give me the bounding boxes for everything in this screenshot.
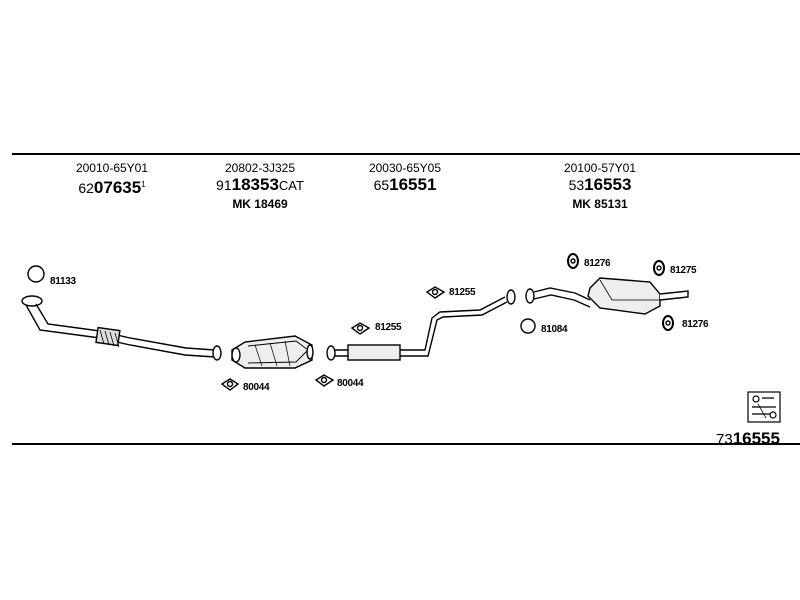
oem-number: 20030-65Y05 — [368, 161, 442, 175]
flange-gasket-icon — [425, 286, 446, 299]
part-number: 62076351 — [78, 178, 146, 197]
oem-number: 20010-65Y01 — [75, 161, 149, 175]
component-label: 81255 — [375, 322, 402, 333]
bottom-rule — [12, 443, 800, 445]
part-number: 9118353CAT — [216, 175, 304, 194]
middle-silencer-drawing — [326, 289, 516, 361]
front-pipe-drawing — [21, 295, 222, 361]
component-label: 81276 — [682, 319, 709, 330]
part-column-rear-silencer: 20100-57Y01 5316553 MK 85131 — [548, 161, 652, 212]
flange-gasket-icon — [220, 378, 240, 391]
part-number: 5316553 — [568, 175, 632, 194]
rubber-hanger-icon — [662, 315, 674, 331]
component-label: 81276 — [584, 258, 611, 269]
rubber-hanger-icon — [653, 260, 665, 276]
mounting-kit-icon — [747, 391, 781, 423]
component-label: 81133 — [50, 276, 76, 287]
component-label: 80044 — [337, 378, 364, 389]
catalyst-drawing — [231, 335, 314, 369]
oem-number: 20100-57Y01 — [563, 161, 637, 175]
component-label: 80044 — [243, 382, 270, 393]
component-label: 81255 — [449, 287, 476, 298]
ring-gasket-icon — [27, 265, 45, 283]
flange-gasket-icon — [350, 322, 371, 335]
part-number: 6516551 — [373, 175, 437, 194]
part-column-catalyst: 20802-3J325 9118353CAT MK 18469 — [195, 161, 325, 212]
mounting-kit-number: MK 85131 — [572, 197, 628, 211]
part-column-middle-silencer: 20030-65Y05 6516551 — [355, 161, 455, 196]
kit-part-number: 7316555 — [716, 429, 780, 448]
rubber-hanger-icon — [567, 253, 579, 269]
ring-gasket-icon — [520, 318, 536, 334]
oem-number: 20802-3J325 — [224, 161, 296, 175]
component-label: 81084 — [541, 324, 568, 335]
component-label: 81275 — [670, 265, 697, 276]
part-column-front-pipe: 20010-65Y01 62076351 — [62, 161, 162, 199]
top-rule — [12, 153, 800, 155]
rear-silencer-drawing — [525, 277, 689, 315]
flange-gasket-icon — [314, 374, 335, 387]
mounting-kit-number: MK 18469 — [232, 197, 288, 211]
